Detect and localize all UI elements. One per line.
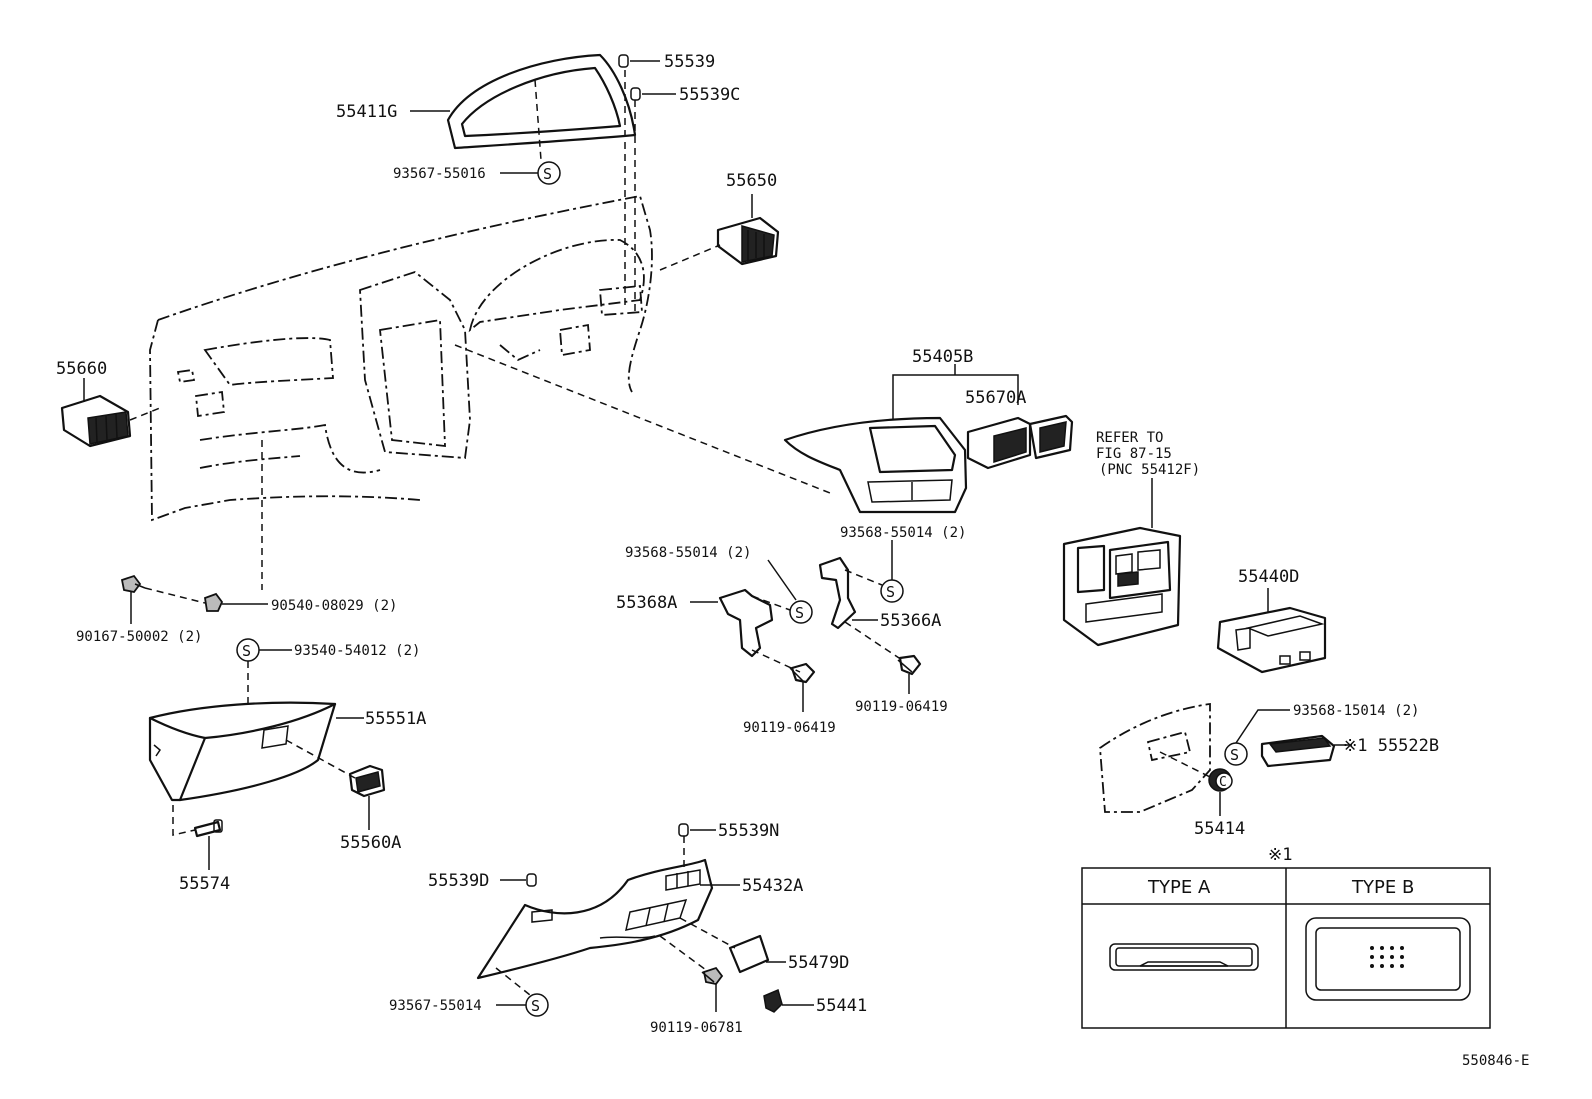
vent-55670a[interactable] [966, 414, 1074, 470]
bracket-55368a[interactable] [718, 588, 774, 658]
vent-55660[interactable] [60, 394, 132, 448]
note-1: ※1 [1268, 845, 1292, 865]
type-b-header: TYPE B [1351, 877, 1414, 898]
label-55539n: 55539N [718, 821, 779, 841]
label-55366a: 55366A [880, 611, 941, 631]
ashtray-55522b[interactable] [1260, 734, 1336, 768]
screw-93567-55014[interactable]: S [525, 993, 549, 1017]
refer-line-2: FIG 87-15 [1096, 446, 1172, 462]
control-panel-55412f[interactable] [1062, 526, 1182, 647]
nut-90540-08029[interactable] [203, 592, 224, 612]
label-55574: 55574 [179, 874, 230, 894]
bolt-90119-06419-right[interactable] [897, 654, 922, 676]
figure-code: 550846-E [1462, 1053, 1529, 1069]
bracket-55366a[interactable] [818, 556, 857, 630]
label-55551a: 55551A [365, 709, 426, 729]
clip-55539d[interactable] [526, 873, 537, 887]
instrument-panel [149, 194, 653, 522]
bolt-90119-06781[interactable] [701, 966, 724, 985]
type-a-header: TYPE A [1147, 877, 1211, 898]
label-55405b: 55405B [912, 347, 973, 367]
clip-55539[interactable] [618, 54, 629, 68]
screw-s-55366a[interactable]: S [880, 579, 904, 603]
pin-55574[interactable] [193, 819, 223, 838]
label-93568-15014: 93568-15014 (2) [1293, 703, 1419, 719]
latch-55560a[interactable] [348, 764, 386, 798]
type-a-illustration [1109, 943, 1259, 971]
clip-55539c[interactable] [630, 87, 641, 101]
label-93568-55014-left: 93568-55014 (2) [625, 545, 751, 561]
label-55440d: 55440D [1238, 567, 1299, 587]
bolt-90167-50002[interactable] [120, 574, 146, 593]
label-55650: 55650 [726, 171, 777, 191]
svg-text:S: S [543, 165, 552, 183]
label-55539: 55539 [664, 52, 715, 72]
cover-55479d[interactable] [728, 934, 770, 974]
bolt-90119-06419-left[interactable] [789, 662, 816, 684]
label-90119-06419-right: 90119-06419 [855, 699, 948, 715]
type-table [1081, 867, 1491, 1029]
screw-93568-15014[interactable]: S [1224, 742, 1248, 766]
label-55670a: 55670A [965, 388, 1026, 408]
screw-93540-54012[interactable]: S [236, 638, 260, 662]
refer-line-3: (PNC 55412F) [1099, 462, 1200, 478]
label-90540-08029: 90540-08029 (2) [271, 598, 397, 614]
lower-panel-55432a[interactable] [476, 858, 714, 980]
label-55660: 55660 [56, 359, 107, 379]
svg-text:S: S [1230, 746, 1239, 764]
label-55522b: ※1 55522B [1343, 736, 1439, 756]
svg-text:S: S [795, 604, 804, 622]
svg-text:S: S [242, 642, 251, 660]
label-93567-55014: 93567-55014 [389, 998, 482, 1014]
clip-55414[interactable]: C [1208, 768, 1233, 792]
label-55368a: 55368A [616, 593, 677, 613]
screw-93567-55016[interactable]: S [537, 161, 561, 185]
label-55560a: 55560A [340, 833, 401, 853]
svg-text:S: S [531, 997, 540, 1015]
meter-hood-55411g[interactable] [446, 53, 637, 150]
console-side-panel [1099, 702, 1211, 813]
pocket-55440d[interactable] [1216, 606, 1327, 674]
vent-55650[interactable] [716, 216, 780, 266]
label-93568-55014-right: 93568-55014 (2) [840, 525, 966, 541]
label-55414: 55414 [1194, 819, 1245, 839]
center-cluster-55405b[interactable] [783, 416, 968, 514]
label-55441: 55441 [816, 996, 867, 1016]
label-90119-06781: 90119-06781 [650, 1020, 743, 1036]
clip-55441[interactable] [763, 988, 783, 1013]
label-55539d: 55539D [428, 871, 489, 891]
glove-box-55551a[interactable] [148, 701, 337, 802]
svg-text:S: S [886, 583, 895, 601]
screw-s-55368a[interactable]: S [789, 600, 813, 624]
label-93567-55016: 93567-55016 [393, 166, 486, 182]
label-55411g: 55411G [336, 102, 397, 122]
label-90167-50002: 90167-50002 (2) [76, 629, 202, 645]
clip-55539n[interactable] [678, 823, 689, 837]
label-55432a: 55432A [742, 876, 803, 896]
refer-line-1: REFER TO [1096, 430, 1163, 446]
label-90119-06419-left: 90119-06419 [743, 720, 836, 736]
label-55479d: 55479D [788, 953, 849, 973]
svg-text:C: C [1219, 775, 1227, 790]
label-93540-54012: 93540-54012 (2) [294, 643, 420, 659]
label-55539c: 55539C [679, 85, 740, 105]
type-b-illustration [1305, 917, 1471, 1001]
